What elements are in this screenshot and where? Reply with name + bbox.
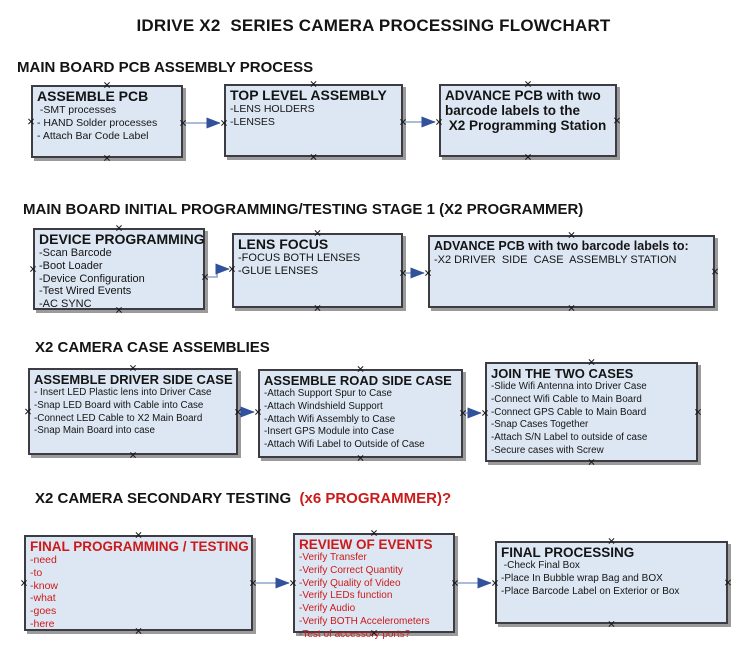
flow-box-review-of-events[interactable]: REVIEW OF EVENTS-Verify Transfer-Verify … <box>293 533 455 640</box>
flow-box-lens-focus[interactable]: LENS FOCUS-FOCUS BOTH LENSES-GLUE LENSES <box>232 233 403 308</box>
box-line: -Connect LED Cable to X2 Main Board <box>34 412 203 424</box>
box-line: -Place Barcode Label on Exterior or Box <box>501 585 680 597</box>
box-title: X2 Programming Station <box>445 118 607 133</box>
box-line: -Boot Loader <box>39 259 103 272</box>
box-line: -Verify Audio <box>299 603 356 615</box>
section-heading-text: X2 CAMERA CASE ASSEMBLIES <box>35 339 270 356</box>
flow-box-final-processing[interactable]: FINAL PROCESSING -Check Final Box-Place … <box>495 541 728 624</box>
flow-box-top-level-assembly[interactable]: TOP LEVEL ASSEMBLY-LENS HOLDERS-LENSES <box>224 84 403 157</box>
box-title: LENS FOCUS <box>238 236 329 252</box>
box-line: - Attach Bar Code Label <box>37 129 149 142</box>
box-line: - Insert LED Plastic lens into Driver Ca… <box>34 387 212 398</box>
box-line: -Test of accessory ports? <box>299 628 411 640</box>
box-line: -here <box>30 617 55 630</box>
box-title: ASSEMBLE DRIVER SIDE CASE <box>34 372 233 387</box>
box-line: -need <box>30 554 57 566</box>
box-line: -GLUE LENSES <box>238 264 319 277</box>
box-line: -to <box>30 566 43 579</box>
box-line: -Snap LED Board with Cable into Case <box>34 399 204 411</box>
box-line: -Slide Wifi Antenna into Driver Case <box>491 381 647 392</box>
box-line: -Test Wired Events <box>39 285 132 298</box>
box-line: -Verify LEDs function <box>299 590 393 602</box>
box-title: FINAL PROGRAMMING / TESTING <box>30 539 249 554</box>
section-heading-main-board-pcb-assembly: MAIN BOARD PCB ASSEMBLY PROCESS <box>17 59 313 76</box>
box-title: JOIN THE TWO CASES <box>491 366 634 381</box>
box-line: -Device Configuration <box>39 272 145 285</box>
section-heading-main-board-initial-programming: MAIN BOARD INITIAL PROGRAMMING/TESTING S… <box>23 201 583 218</box>
box-line: - HAND Solder processes <box>37 116 158 129</box>
box-line: -Place In Bubble wrap Bag and BOX <box>501 572 663 584</box>
box-line: -Attach Support Spur to Case <box>264 388 392 399</box>
box-line: -Secure cases with Screw <box>491 444 604 456</box>
box-line: -Connect Wifi Cable to Main Board <box>491 393 642 405</box>
box-line: -LENS HOLDERS <box>230 103 315 115</box>
box-title: ADVANCE PCB with two <box>445 88 601 103</box>
box-title: DEVICE PROGRAMMING <box>39 231 205 247</box>
box-line: -SMT processes <box>37 104 117 116</box>
box-title: barcode labels to the <box>445 103 581 118</box>
box-line: -Scan Barcode <box>39 247 112 259</box>
box-title: TOP LEVEL ASSEMBLY <box>230 87 387 103</box>
section-heading-text: MAIN BOARD INITIAL PROGRAMMING/TESTING S… <box>23 201 584 218</box>
box-title: ASSEMBLE PCB <box>37 88 149 104</box>
flow-box-assemble-road-side-case[interactable]: ASSEMBLE ROAD SIDE CASE-Attach Support S… <box>258 369 463 458</box>
box-line: -Verify Correct Quantity <box>299 564 403 576</box>
flow-box-advance-pcb-to-driver-side-case[interactable]: ADVANCE PCB with two barcode labels to:-… <box>428 235 715 308</box>
box-line: -know <box>30 579 59 592</box>
box-line: -what <box>30 592 56 605</box>
box-line: -Connect GPS Cable to Main Board <box>491 406 647 418</box>
box-line: -Verify Quality of Video <box>299 577 401 589</box>
section-heading-text: X2 CAMERA SECONDARY TESTING <box>35 490 300 507</box>
box-line: -Verify Transfer <box>299 552 367 563</box>
flow-box-device-programming[interactable]: DEVICE PROGRAMMING-Scan Barcode-Boot Loa… <box>33 228 205 310</box>
section-heading-x2-camera-case-assemblies: X2 CAMERA CASE ASSEMBLIES <box>35 339 270 356</box>
box-line: -AC SYNC <box>39 298 92 311</box>
box-line: -Snap Main Board into case <box>34 425 155 437</box>
box-line: -X2 DRIVER SIDE CASE ASSEMBLY STATION <box>434 254 677 266</box>
section-heading-red-text: (x6 PROGRAMMER)? <box>299 490 452 507</box>
section-heading-x2-camera-secondary-testing: X2 CAMERA SECONDARY TESTING (x6 PROGRAMM… <box>35 490 451 507</box>
box-line: -LENSES <box>230 115 275 128</box>
box-line: -Attach Windshield Support <box>264 400 383 412</box>
box-line: -Check Final Box <box>501 560 580 571</box>
box-line: -Attach Wifi Assembly to Case <box>264 413 396 425</box>
box-title: ADVANCE PCB with two barcode labels to: <box>434 239 689 253</box>
page-title: IDRIVE X2 SERIES CAMERA PROCESSING FLOWC… <box>136 16 611 35</box>
box-title: FINAL PROCESSING <box>501 545 635 560</box>
box-title: ASSEMBLE ROAD SIDE CASE <box>264 373 452 388</box>
box-line: -Verify BOTH Accelerometers <box>299 615 430 627</box>
box-line: -Insert GPS Module into Case <box>264 426 395 438</box>
connector-device-programming-to-lens-focus[interactable] <box>206 263 230 278</box>
flow-box-join-the-two-cases[interactable]: JOIN THE TWO CASES-Slide Wifi Antenna in… <box>485 362 698 462</box>
flow-box-assemble-driver-side-case[interactable]: ASSEMBLE DRIVER SIDE CASE- Insert LED Pl… <box>28 368 238 455</box>
flow-box-assemble-pcb[interactable]: ASSEMBLE PCB -SMT processes- HAND Solder… <box>31 85 183 158</box>
section-heading-text: MAIN BOARD PCB ASSEMBLY PROCESS <box>17 59 314 76</box>
flow-box-final-programming-testing[interactable]: FINAL PROGRAMMING / TESTING-need-to-know… <box>24 535 253 631</box>
box-line: -Attach Wifi Label to Outside of Case <box>264 439 425 451</box>
box-title: REVIEW OF EVENTS <box>299 537 433 552</box>
box-line: -FOCUS BOTH LENSES <box>238 252 361 264</box>
box-line: -Attach S/N Label to outside of case <box>491 432 648 444</box>
box-line: -Snap Cases Together <box>491 419 589 431</box>
box-line: -goes <box>30 605 57 618</box>
